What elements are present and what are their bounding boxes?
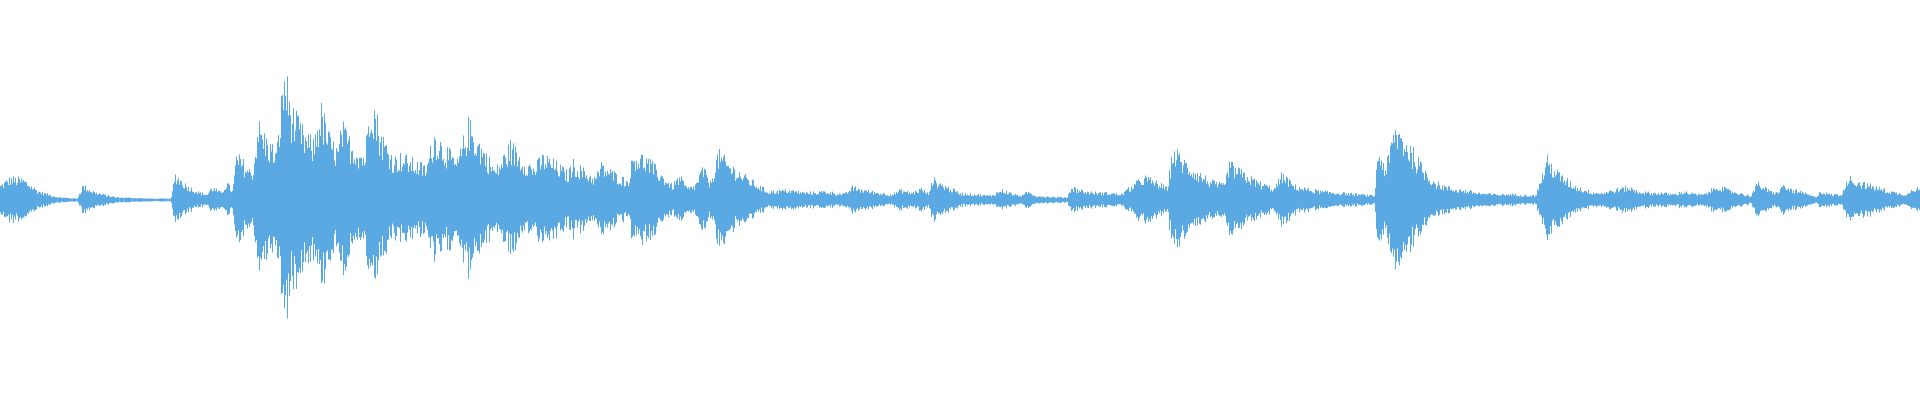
- waveform-bars: [0, 76, 1920, 319]
